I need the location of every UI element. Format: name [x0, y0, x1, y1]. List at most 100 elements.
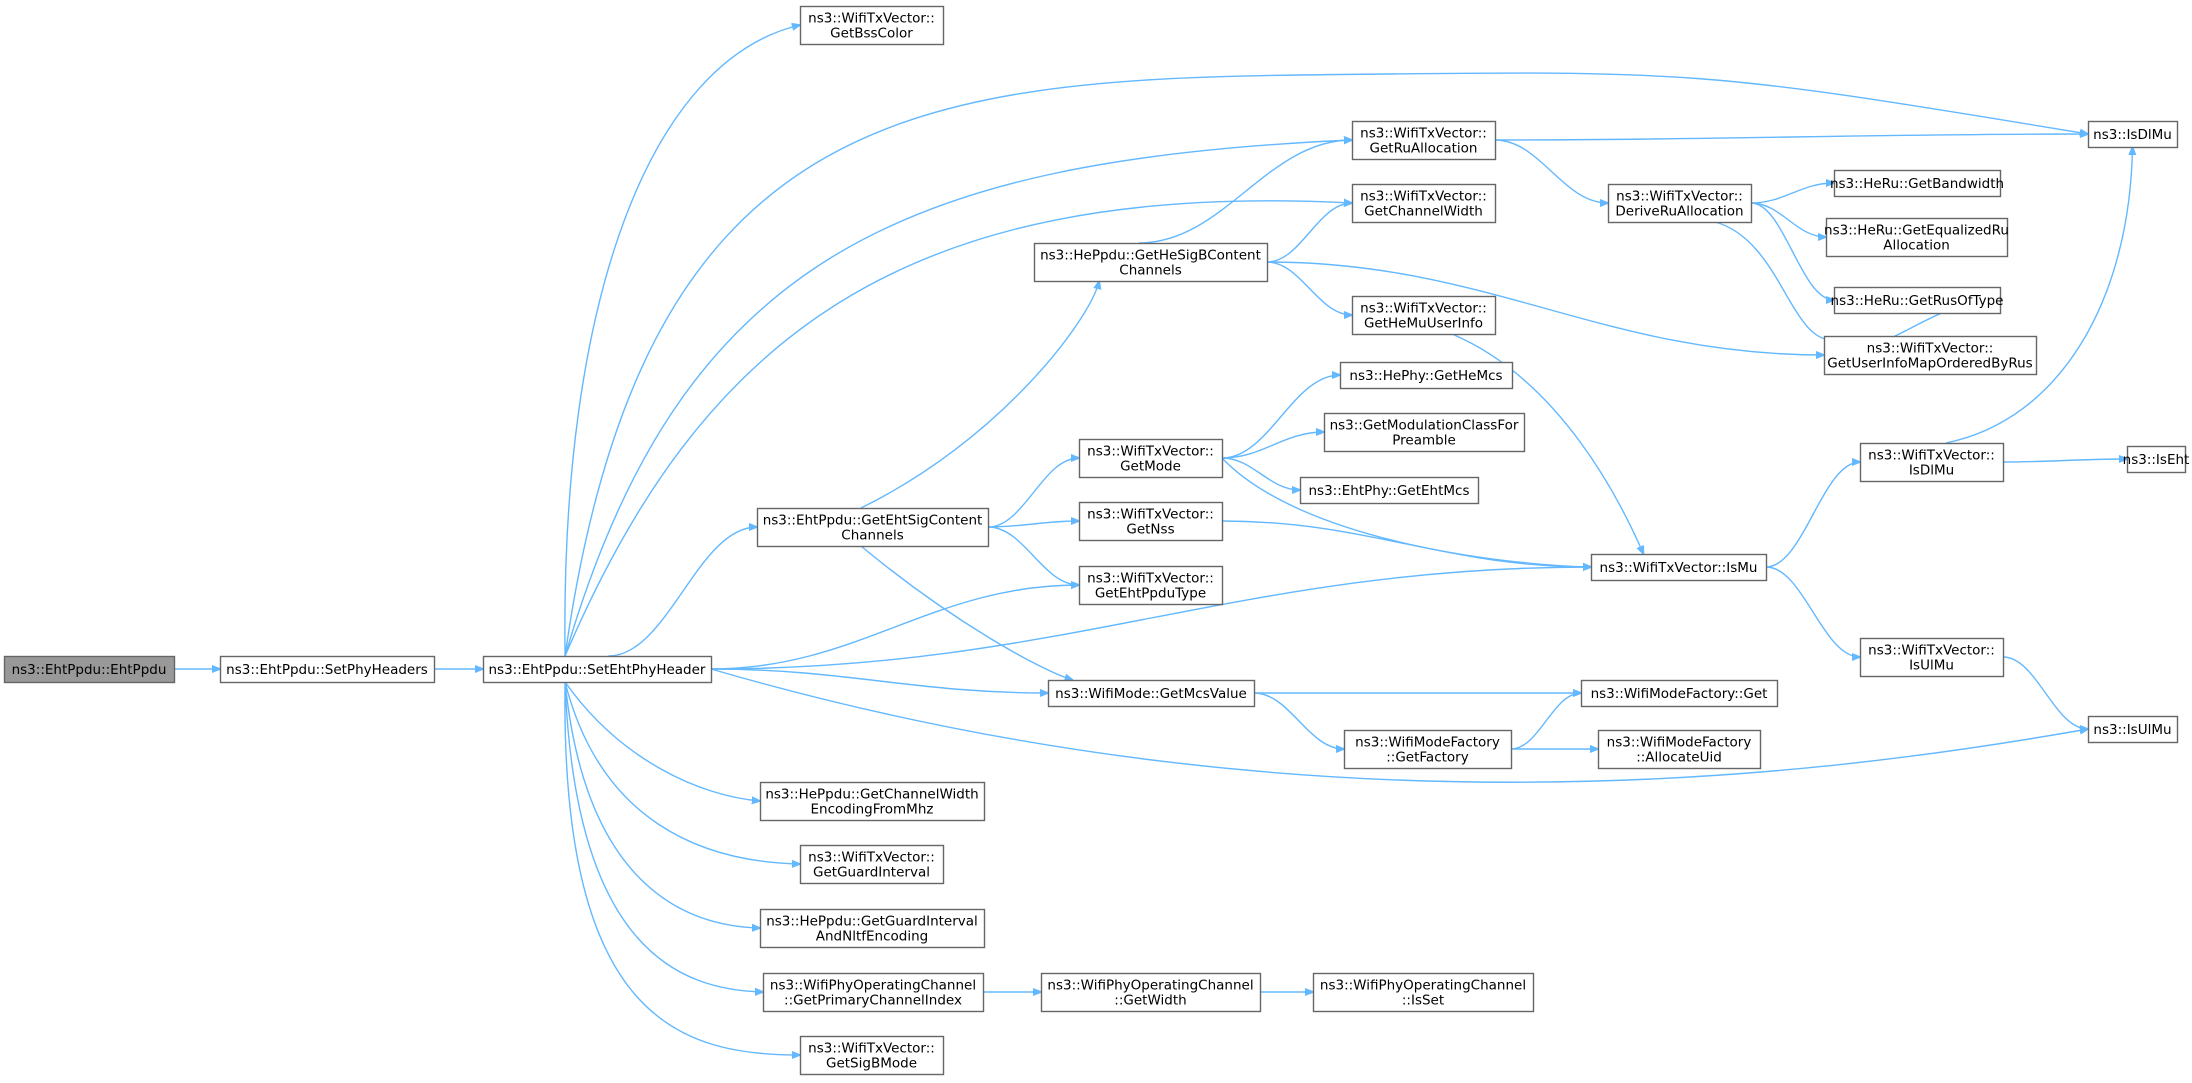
- graph-node-n8[interactable]: ns3::HePhy::GetHeMcs: [1339, 361, 1514, 390]
- node-label: ns3::EhtPhy::GetEhtMcs: [1309, 483, 1470, 499]
- graph-node-n27[interactable]: ns3::HeRu::GetBandwidth: [1830, 169, 2004, 198]
- graph-node-n30[interactable]: ns3::WifiTxVector::GetUserInfoMapOrdered…: [1823, 335, 2038, 376]
- graph-node-n13[interactable]: ns3::WifiTxVector::GetNss: [1078, 501, 1224, 542]
- edge-n33-to-n34: [2002, 459, 2127, 462]
- graph-node-n23[interactable]: ns3::WifiPhyOperatingChannel::GetWidth: [1040, 972, 1262, 1013]
- node-label: ns3::WifiTxVector::: [1087, 444, 1214, 460]
- graph-node-n35[interactable]: ns3::WifiTxVector::IsUlMu: [1859, 637, 2005, 678]
- node-label: ns3::WifiTxVector::: [808, 1041, 935, 1057]
- edge-n12-to-n15: [860, 545, 1073, 680]
- graph-node-n5[interactable]: ns3::WifiTxVector::GetChannelWidth: [1351, 183, 1497, 224]
- graph-node-n11[interactable]: ns3::EhtPhy::GetEhtMcs: [1299, 476, 1480, 505]
- node-label: GetEhtPpduType: [1095, 586, 1206, 602]
- node-label: AndNltfEncoding: [816, 929, 928, 945]
- node-label: ns3::WifiTxVector::: [808, 850, 935, 866]
- graph-node-n3[interactable]: ns3::WifiTxVector::GetBssColor: [799, 5, 945, 46]
- edge-layer: [174, 25, 2133, 1055]
- graph-node-n34[interactable]: ns3::IsEht: [2123, 445, 2190, 474]
- node-label: ::GetPrimaryChannelIndex: [784, 993, 962, 1009]
- node-label: ::GetWidth: [1114, 993, 1186, 1009]
- graph-node-n26[interactable]: ns3::WifiTxVector::DeriveRuAllocation: [1607, 183, 1753, 224]
- node-box: [2087, 715, 2179, 744]
- node-box: [1040, 972, 1262, 1013]
- graph-node-n20[interactable]: ns3::WifiTxVector::GetGuardInterval: [799, 844, 945, 885]
- node-label: ns3::WifiTxVector::: [1868, 448, 1995, 464]
- node-label: ns3::WifiTxVector::: [1360, 189, 1487, 205]
- node-label: ns3::HePpdu::GetChannelWidth: [765, 787, 978, 803]
- graph-node-n21[interactable]: ns3::HePpdu::GetGuardIntervalAndNltfEnco…: [759, 908, 986, 949]
- edge-n2-to-n31: [564, 72, 2088, 657]
- edge-n9-to-n32: [1221, 457, 1591, 567]
- node-label: ns3::GetModulationClassFor: [1330, 418, 1519, 434]
- node-box: [219, 655, 436, 684]
- graph-node-n16[interactable]: ns3::WifiModeFactory::GetFactory: [1343, 729, 1513, 770]
- node-box: [1833, 286, 2002, 315]
- edge-n32-to-n35: [1765, 566, 1860, 657]
- edge-n2-to-n20: [564, 681, 800, 864]
- graph-node-n9[interactable]: ns3::WifiTxVector::GetMode: [1078, 438, 1224, 479]
- graph-node-n31[interactable]: ns3::IsDlMu: [2087, 120, 2179, 149]
- node-label: ns3::WifiTxVector::: [808, 11, 935, 27]
- node-box: [1859, 442, 2005, 483]
- node-label: Allocation: [1883, 238, 1950, 254]
- graph-node-n32[interactable]: ns3::WifiTxVector::IsMu: [1590, 553, 1768, 582]
- node-label: Preamble: [1392, 433, 1456, 449]
- edge-n4-to-n26: [1494, 139, 1608, 203]
- graph-node-n19[interactable]: ns3::HePpdu::GetChannelWidthEncodingFrom…: [759, 781, 986, 822]
- node-box: [1078, 565, 1224, 606]
- node-label: GetGuardInterval: [813, 865, 930, 881]
- edge-n4-to-n31: [1494, 134, 2088, 141]
- node-label: ns3::IsEht: [2123, 452, 2190, 468]
- graph-node-n7[interactable]: ns3::WifiTxVector::GetHeMuUserInfo: [1351, 295, 1497, 336]
- node-label: ns3::WifiTxVector::: [1616, 189, 1743, 205]
- graph-node-n1[interactable]: ns3::EhtPpdu::SetPhyHeaders: [219, 655, 436, 684]
- graph-node-n17[interactable]: ns3::WifiModeFactory::Get: [1580, 679, 1779, 708]
- graph-node-n15[interactable]: ns3::WifiMode::GetMcsValue: [1047, 679, 1256, 708]
- node-box: [759, 781, 986, 822]
- graph-node-n36[interactable]: ns3::IsUlMu: [2087, 715, 2179, 744]
- node-label: ns3::EhtPpdu::EhtPpdu: [12, 662, 167, 678]
- graph-node-n2[interactable]: ns3::EhtPpdu::SetEhtPhyHeader: [482, 655, 713, 684]
- node-label: ns3::EhtPpdu::SetPhyHeaders: [226, 662, 428, 678]
- graph-node-n14[interactable]: ns3::WifiTxVector::GetEhtPpduType: [1078, 565, 1224, 606]
- node-label: ns3::HeRu::GetEqualizedRu: [1824, 223, 2009, 239]
- node-label: ns3::WifiModeFactory: [1355, 735, 1500, 751]
- edge-n2-to-n25: [564, 681, 800, 1055]
- node-box: [1859, 637, 2005, 678]
- graph-node-n33[interactable]: ns3::WifiTxVector::IsDlMu: [1859, 442, 2005, 483]
- graph-node-n0[interactable]: ns3::EhtPpdu::EhtPpdu: [3, 655, 176, 684]
- node-layer: ns3::EhtPpdu::EhtPpdu ns3::EhtPpdu::SetPh…: [3, 5, 2190, 1076]
- graph-node-n25[interactable]: ns3::WifiTxVector::GetSigBMode: [799, 1035, 945, 1076]
- graph-node-n18[interactable]: ns3::WifiModeFactory::AllocateUid: [1597, 729, 1762, 770]
- node-label: Channels: [841, 528, 903, 544]
- node-label: IsDlMu: [1909, 463, 1954, 479]
- node-label: GetSigBMode: [826, 1056, 917, 1072]
- node-box: [799, 844, 945, 885]
- node-box: [1590, 553, 1768, 582]
- node-box: [1607, 183, 1753, 224]
- graph-node-n24[interactable]: ns3::WifiPhyOperatingChannel::IsSet: [1312, 972, 1535, 1013]
- graph-node-n4[interactable]: ns3::WifiTxVector::GetRuAllocation: [1351, 120, 1497, 161]
- edge-n33-to-n31: [1945, 147, 2133, 444]
- node-box: [1299, 476, 1480, 505]
- node-box: [1047, 679, 1256, 708]
- edge-n12-to-n6: [860, 281, 1099, 509]
- graph-node-n29[interactable]: ns3::HeRu::GetRusOfType: [1831, 286, 2004, 315]
- edge-n2-to-n5: [564, 201, 1352, 657]
- edge-n9-to-n8: [1221, 375, 1340, 459]
- node-box: [1033, 242, 1269, 283]
- node-label: ns3::HePhy::GetHeMcs: [1349, 368, 1502, 384]
- node-label: GetHeMuUserInfo: [1364, 316, 1483, 332]
- edge-n2-to-n22: [564, 681, 763, 992]
- node-label: ::AllocateUid: [1636, 750, 1722, 766]
- node-label: ns3::EhtPpdu::GetEhtSigContent: [763, 513, 983, 529]
- graph-node-n22[interactable]: ns3::WifiPhyOperatingChannel::GetPrimary…: [762, 972, 985, 1013]
- node-box: [482, 655, 713, 684]
- node-box: [1825, 217, 2009, 258]
- node-label: GetRuAllocation: [1370, 141, 1478, 157]
